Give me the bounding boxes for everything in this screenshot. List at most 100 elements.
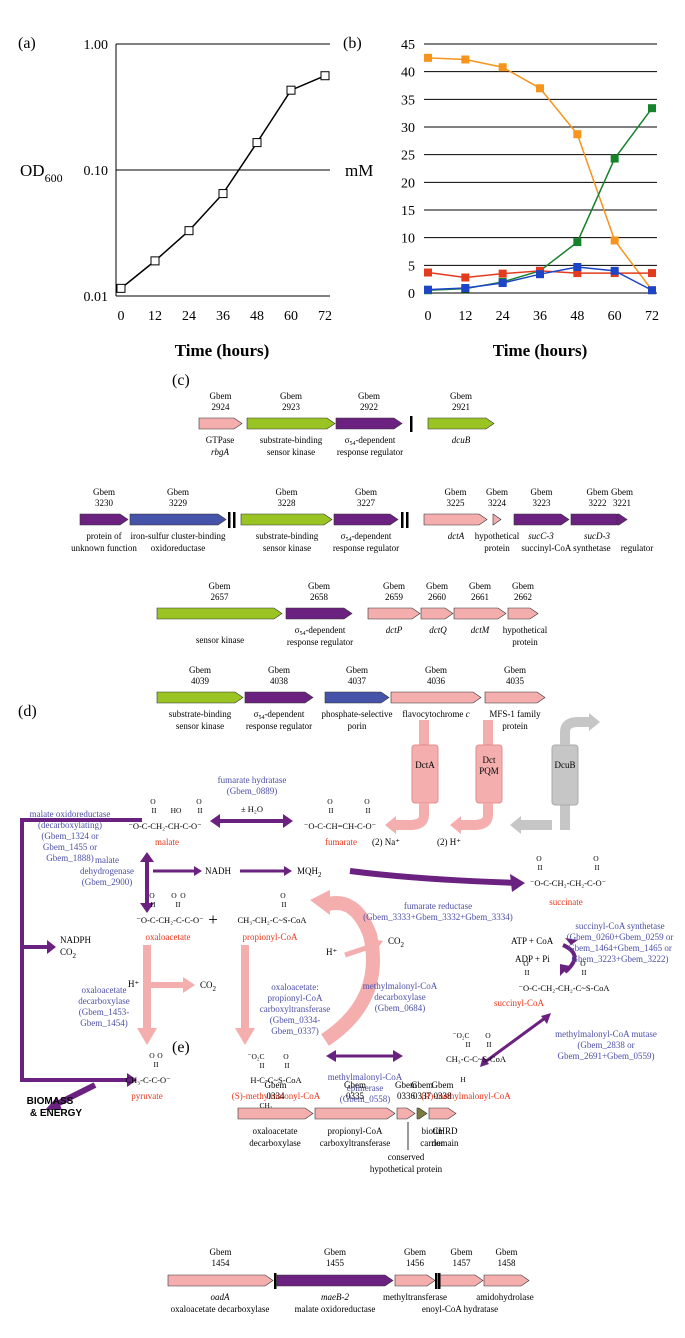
compound-pyruvate: pyruvate [131, 1091, 163, 1101]
chart-a-ytick: 0.10 [84, 164, 109, 179]
gene-text: Gbem [531, 487, 553, 497]
gene-text: iron-sulfur cluster-binding [130, 531, 226, 541]
na-ion: (2) Na⁺ [372, 837, 400, 847]
dcub-transporter: DcuB [510, 713, 600, 834]
enzyme-label-succinyl_coa_synthetase: succinyl-CoA synthetase [575, 921, 664, 931]
gene-text: Gbem [395, 1080, 417, 1090]
gene-text: oadA [211, 1292, 231, 1302]
chart-b-ytick: 0 [408, 287, 415, 302]
gene-text: oxidoreductase [151, 543, 205, 553]
gene-text: 0337 [413, 1091, 432, 1101]
chart-a-xtick: 48 [250, 309, 264, 324]
gene-text: 2922 [360, 402, 378, 412]
gene-text: Gbem [512, 581, 534, 591]
gene-text: Gbem [383, 581, 405, 591]
gene-text: Gbem [280, 391, 302, 401]
chart-b-xtick: 72 [645, 309, 659, 324]
chart-b-ytick: 15 [401, 204, 415, 219]
gene-text: protein of [86, 531, 121, 541]
h2o-label: ± H₂O [241, 804, 263, 814]
gene-text: sucC-3 [528, 531, 554, 541]
gene-arrow-3228 [240, 513, 333, 526]
adp-label: ADP + Pi [515, 954, 550, 964]
chart-a-point [184, 226, 194, 236]
gene-text: response regulator [246, 721, 312, 731]
gene-text: Gbem [189, 665, 211, 675]
formula-part: ⁻O₂C [248, 1052, 265, 1061]
chart-b-point [573, 238, 582, 247]
gene-text: 3228 [278, 498, 297, 508]
gene-text: malate oxidoreductase [295, 1304, 376, 1314]
gene-text: sucD-3 [584, 531, 610, 541]
gene-text: Gbem [324, 1247, 346, 1257]
formula-part: O [171, 891, 177, 900]
formula-part: II [329, 806, 334, 815]
dct-label: Dct [483, 755, 496, 765]
gene-arrow-3230 [79, 513, 129, 526]
biomass-label-2: & ENERGY [30, 1108, 83, 1119]
gene-text: Gbem [450, 391, 472, 401]
sigma54-label: σ54-dependent [345, 435, 396, 447]
enzyme-label-malate_oxidoreductase: Gbem_1455 or [43, 842, 97, 852]
gene-arrow-3223 [513, 513, 570, 526]
compound-malate: malate [155, 837, 179, 847]
enzyme-label-mm_mutase: methylmalonyl-CoA mutase [555, 1029, 657, 1039]
chart-a-point [286, 85, 296, 95]
formula-part: II [538, 863, 543, 872]
enzyme-label-oaa_decarboxylase: decarboxylase [78, 996, 129, 1006]
co2-label-left: CO2 [60, 947, 77, 960]
formula-part: II [487, 1040, 492, 1049]
gene-text: response regulator [333, 543, 399, 553]
compound-succinyl_coa: succinyl-CoA [494, 998, 544, 1008]
gene-text: dctQ [429, 625, 447, 635]
co2-label-right: CO2 [388, 936, 405, 949]
chart-b-point [461, 284, 470, 293]
chart-a-xtick: 36 [216, 309, 230, 324]
gene-arrow-2661 [453, 607, 507, 620]
gene-text: Gbem [276, 487, 298, 497]
compound-oxaloacetate: oxaloacetate [146, 932, 191, 942]
gene-text: 0335 [346, 1091, 365, 1101]
gene-text: 4036 [427, 676, 446, 686]
formula-malate: ⁻O-C-CH₂-CH-C-O⁻ [128, 821, 201, 831]
chart-b-point [498, 63, 507, 72]
formula-fumarate: ⁻O-C-CH=CH-C-O⁻ [304, 821, 376, 831]
formula-part: O [580, 959, 586, 968]
gene-text: enoyl-CoA hydratase [422, 1304, 498, 1314]
formula-part: II [595, 863, 600, 872]
chart-a-xlabel: Time (hours) [175, 341, 270, 360]
gene-text: 3227 [357, 498, 376, 508]
chart-b-point [610, 236, 619, 245]
enzyme-label-transferase: Gbem_0337) [271, 1026, 319, 1036]
gene-text: 2923 [282, 402, 301, 412]
compound-fumarate: fumarate [325, 837, 357, 847]
formula-part: II [285, 1061, 290, 1070]
compound-succinate: succinate [549, 897, 582, 907]
gene-break-mark [228, 512, 231, 528]
gene-text: 4039 [191, 676, 210, 686]
chart-b-point [498, 269, 507, 278]
gene-text: 0338 [434, 1091, 453, 1101]
gene-text: sensor kinase [263, 543, 311, 553]
gene-arrow-4036 [390, 691, 482, 704]
gene-arrow-2659 [367, 607, 421, 620]
gene-text: CHRD [432, 1126, 458, 1136]
gene-text: 2657 [211, 592, 230, 602]
gene-text: rbgA [211, 447, 230, 457]
formula-part: II [282, 900, 287, 909]
chart-a-xtick: 12 [148, 309, 162, 324]
gene-arrow-4038 [244, 691, 314, 704]
chart-b-xtick: 60 [608, 309, 622, 324]
gene-break-mark [233, 512, 236, 528]
gene-text: amidohydrolase [476, 1292, 534, 1302]
gene-text: dctM [471, 625, 490, 635]
chart-b-ytick: 30 [401, 121, 415, 136]
gene-text: unknown function [71, 543, 137, 553]
compound-propionyl_coa: propionyl-CoA [243, 932, 298, 942]
gene-arrow-2658 [285, 607, 353, 620]
gene-text: Gbem [344, 1080, 366, 1090]
gene-text: 3224 [488, 498, 507, 508]
